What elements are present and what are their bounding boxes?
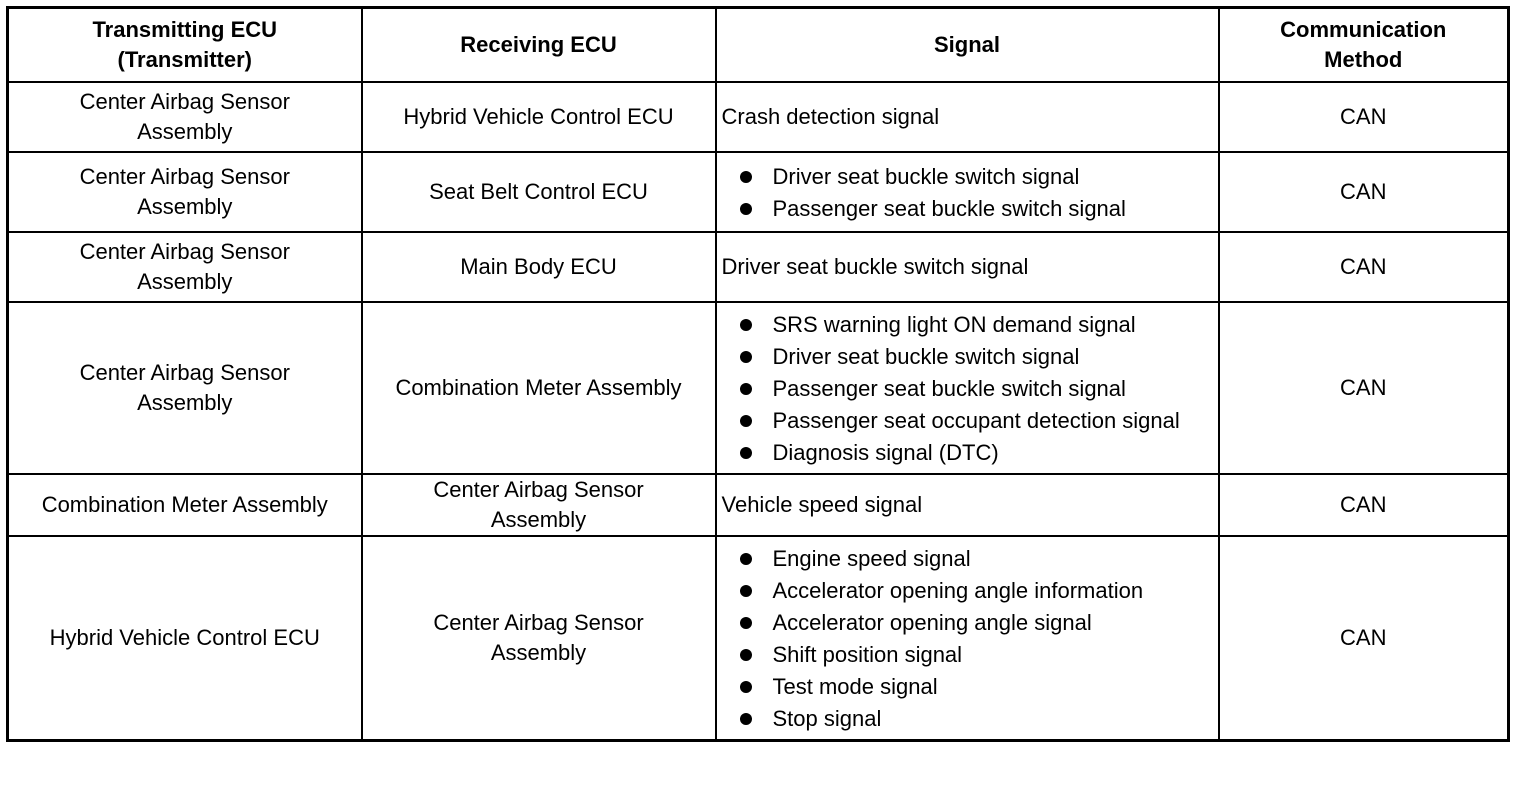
transmitter-cell: Center Airbag Sensor Assembly: [6, 301, 363, 475]
signal-cell: Crash detection signal: [714, 81, 1220, 153]
list-item: Driver seat buckle switch signal: [737, 161, 1212, 193]
signal-list: SRS warning light ON demand signal Drive…: [737, 309, 1212, 469]
table-row: Center Airbag Sensor Assembly Main Body …: [6, 231, 1510, 303]
signal-list: Driver seat buckle switch signal Passeng…: [737, 161, 1212, 225]
list-item: Passenger seat buckle switch signal: [737, 373, 1212, 405]
method-cell: CAN: [1217, 151, 1510, 233]
header-communication-method: Communication Method: [1217, 6, 1510, 83]
receiver-cell: Center Airbag Sensor Assembly: [360, 535, 717, 742]
bullet-icon: [739, 319, 752, 331]
signal-cell: Vehicle speed signal: [714, 473, 1220, 537]
signal-cell: Driver seat buckle switch signal Passeng…: [714, 151, 1220, 233]
list-item: Stop signal: [737, 703, 1212, 735]
table-row: Hybrid Vehicle Control ECU Center Airbag…: [6, 535, 1510, 742]
list-item: SRS warning light ON demand signal: [737, 309, 1212, 341]
list-item: Diagnosis signal (DTC): [737, 437, 1212, 469]
bullet-icon: [739, 447, 752, 459]
bullet-icon: [739, 617, 752, 629]
list-item: Accelerator opening angle information: [737, 575, 1212, 607]
method-cell: CAN: [1217, 535, 1510, 742]
receiver-cell: Hybrid Vehicle Control ECU: [360, 81, 717, 153]
table-header-row: Transmitting ECU (Transmitter) Receiving…: [6, 6, 1510, 83]
list-item: Engine speed signal: [737, 543, 1212, 575]
transmitter-cell: Center Airbag Sensor Assembly: [6, 151, 363, 233]
method-cell: CAN: [1217, 231, 1510, 303]
receiver-cell: Center Airbag Sensor Assembly: [360, 473, 717, 537]
transmitter-cell: Center Airbag Sensor Assembly: [6, 81, 363, 153]
bullet-icon: [739, 553, 752, 565]
receiver-cell: Main Body ECU: [360, 231, 717, 303]
transmitter-cell: Combination Meter Assembly: [6, 473, 363, 537]
method-cell: CAN: [1217, 81, 1510, 153]
bullet-icon: [739, 351, 752, 363]
transmitter-cell: Hybrid Vehicle Control ECU: [6, 535, 363, 742]
table-row: Center Airbag Sensor Assembly Hybrid Veh…: [6, 81, 1510, 153]
header-transmitting-ecu: Transmitting ECU (Transmitter): [6, 6, 363, 83]
table-row: Center Airbag Sensor Assembly Seat Belt …: [6, 151, 1510, 233]
list-item: Passenger seat occupant detection signal: [737, 405, 1212, 437]
list-item: Test mode signal: [737, 671, 1212, 703]
bullet-icon: [739, 681, 752, 693]
list-item: Passenger seat buckle switch signal: [737, 193, 1212, 225]
list-item: Shift position signal: [737, 639, 1212, 671]
bullet-icon: [739, 383, 752, 395]
table-row: Combination Meter Assembly Center Airbag…: [6, 473, 1510, 537]
bullet-icon: [739, 649, 752, 661]
table-row: Center Airbag Sensor Assembly Combinatio…: [6, 301, 1510, 475]
signal-cell: Engine speed signal Accelerator opening …: [714, 535, 1220, 742]
method-cell: CAN: [1217, 473, 1510, 537]
signal-list: Engine speed signal Accelerator opening …: [737, 543, 1212, 735]
receiver-cell: Combination Meter Assembly: [360, 301, 717, 475]
list-item: Accelerator opening angle signal: [737, 607, 1212, 639]
receiver-cell: Seat Belt Control ECU: [360, 151, 717, 233]
bullet-icon: [739, 171, 752, 183]
signal-cell: SRS warning light ON demand signal Drive…: [714, 301, 1220, 475]
method-cell: CAN: [1217, 301, 1510, 475]
header-signal: Signal: [714, 6, 1220, 83]
header-receiving-ecu: Receiving ECU: [360, 6, 717, 83]
bullet-icon: [739, 415, 752, 427]
bullet-icon: [739, 585, 752, 597]
bullet-icon: [739, 203, 752, 215]
bullet-icon: [739, 713, 752, 725]
communication-table: Transmitting ECU (Transmitter) Receiving…: [6, 6, 1510, 742]
transmitter-cell: Center Airbag Sensor Assembly: [6, 231, 363, 303]
signal-cell: Driver seat buckle switch signal: [714, 231, 1220, 303]
list-item: Driver seat buckle switch signal: [737, 341, 1212, 373]
